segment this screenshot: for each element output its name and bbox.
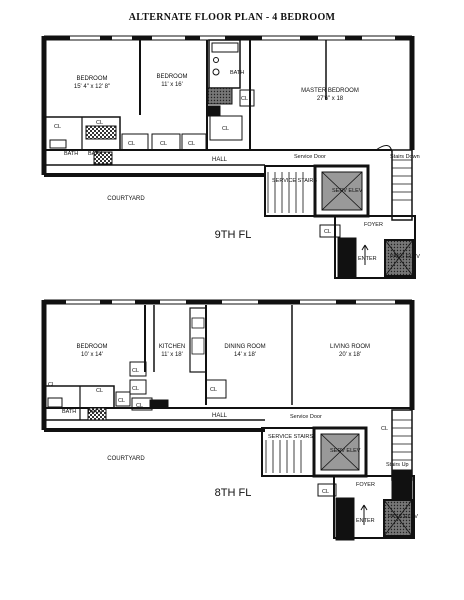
floor-9-plan [41,35,416,279]
f8-service-stairs: SERVICE STAIRS [268,434,313,440]
f8-foyer: FOYER [356,482,375,488]
f9-closet-7: CL [241,96,248,102]
f8-closet-1: CL [48,382,55,388]
f9-service-stairs: SERVICE STAIRS [272,178,317,184]
f8-bath-b: BATH [88,409,102,415]
f8-pass-elev: PASS ELEV [388,514,418,520]
f8-closet-7: CL [210,387,217,393]
plan-title: ALTERNATE FLOOR PLAN - 4 BEDROOM [128,12,336,23]
f9-closet-8: CL [324,229,331,235]
f9-bedroom1-name: BEDROOM [76,76,107,82]
f9-bedroom2-name: BEDROOM [156,74,187,80]
f8-stairs-up: Stairs Up [386,462,409,468]
f8-closet-2: CL [96,388,103,394]
f9-stairs-down: Stairs Down [390,154,420,160]
f8-bath-a: BATH [62,409,76,415]
f9-closet-3: CL [128,141,135,147]
f8-bedroom-dims: 10' x 14' [81,352,103,358]
f8-closet-4: CL [132,368,139,374]
f9-service-door: Service Door [294,154,326,160]
f8-dining-name: DINING ROOM [224,344,265,350]
f9-bath-left-b: BATH [88,151,102,157]
f9-bedroom1-dims: 15' 4" x 12' 8" [74,84,110,90]
f8-kitchen-name: KITCHEN [159,344,185,350]
f9-bath-top: BATH [230,70,244,76]
f9-master-name: MASTER BEDROOM [301,88,359,94]
f8-closet-5: CL [132,386,139,392]
f8-service-door: Service Door [290,414,322,420]
f9-courtyard: COURTYARD [107,196,145,202]
f9-closet-6: CL [222,126,229,132]
f9-pass-elev: PASS ELEV [390,254,420,260]
f8-bedroom-name: BEDROOM [76,344,107,350]
f9-enter: ENTER [358,256,377,262]
f9-closet-2: CL [96,120,103,126]
f8-living-dims: 20' x 18' [339,352,361,358]
f9-closet-4: CL [160,141,167,147]
f8-courtyard: COURTYARD [107,456,145,462]
floor-8-plan [41,299,415,541]
f9-master-dims: 27'6" x 18 [317,96,344,102]
f9-foyer: FOYER [364,222,383,228]
f9-serv-elev: SERV ELEV [332,188,363,194]
floor-8-labels: BEDROOM 10' x 14' KITCHEN 11' x 18' DINI… [48,344,418,524]
f8-living-name: LIVING ROOM [330,344,370,350]
f9-closet-1: CL [54,124,61,130]
f8-hall: HALL [212,413,228,419]
f8-closet-3: CL [118,398,125,404]
f8-enter: ENTER [356,518,375,524]
floor-9-labels: BEDROOM 15' 4" x 12' 8" BEDROOM 11' x 16… [54,70,420,262]
f8-floor-label: 8TH FL [215,487,252,499]
f9-floor-label: 9TH FL [215,229,252,241]
f9-bedroom2-dims: 11' x 16' [161,82,183,88]
f9-bath-left-a: BATH [64,151,78,157]
f8-closet-9: CL [322,489,329,495]
f9-hall: HALL [212,157,228,163]
f9-closet-5: CL [188,141,195,147]
f8-serv-elev: SERV ELEV [330,448,361,454]
f8-closet-8: CL [381,426,388,432]
f8-closet-6: CL [136,403,143,409]
f8-kitchen-dims: 11' x 18' [161,352,183,358]
f8-dining-dims: 14' x 18' [234,352,256,358]
